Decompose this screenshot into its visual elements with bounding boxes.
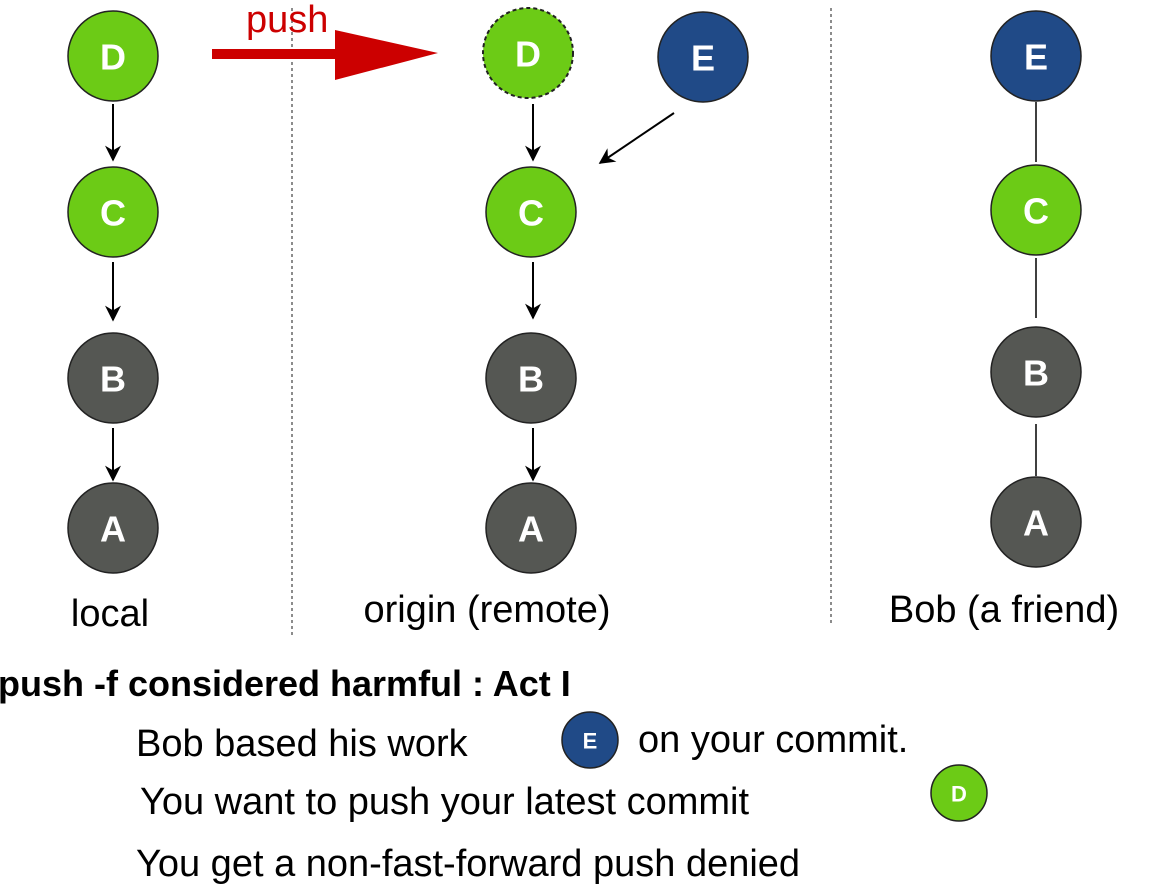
local-commit-d: D	[67, 10, 159, 102]
origin-caption: origin (remote)	[363, 589, 610, 631]
svg-text:D: D	[515, 34, 541, 75]
story-line2: You want to push your latest commit	[140, 781, 749, 823]
bob-commit-b: B	[990, 326, 1082, 418]
inline-commit-e-icon: E	[561, 711, 619, 769]
local-caption: local	[71, 593, 149, 635]
bob-column: E C B A Bob (a friend)	[889, 10, 1119, 631]
local-commit-b: B	[67, 332, 159, 424]
push-label: push	[246, 0, 328, 41]
local-commit-c: C	[67, 166, 159, 258]
origin-commit-b: B	[485, 332, 577, 424]
svg-text:E: E	[1024, 37, 1048, 78]
bob-commit-a: A	[990, 476, 1082, 568]
story-title: push -f considered harmful : Act I	[0, 663, 571, 704]
bob-caption: Bob (a friend)	[889, 589, 1119, 631]
story-line1-after: on your commit.	[638, 719, 908, 761]
svg-text:B: B	[518, 359, 544, 400]
local-commit-a: A	[67, 482, 159, 574]
svg-text:A: A	[518, 509, 544, 550]
svg-text:C: C	[1023, 191, 1049, 232]
origin-commit-a: A	[485, 482, 577, 574]
origin-commit-c: C	[485, 166, 577, 258]
origin-commit-d-ghost: D	[482, 7, 574, 99]
svg-text:E: E	[691, 38, 715, 79]
svg-text:B: B	[1023, 353, 1049, 394]
svg-text:B: B	[100, 359, 126, 400]
svg-text:D: D	[100, 37, 126, 78]
bob-commit-e: E	[990, 10, 1082, 102]
push-arrow: push	[212, 0, 438, 80]
svg-text:A: A	[100, 509, 126, 550]
svg-text:C: C	[518, 193, 544, 234]
origin-column: D E C B A origin (remote)	[363, 7, 749, 631]
svg-text:D: D	[951, 782, 967, 807]
svg-text:C: C	[100, 193, 126, 234]
story-line1-before: Bob based his work	[136, 723, 469, 765]
bob-commit-c: C	[990, 164, 1082, 256]
inline-commit-d-icon: D	[930, 764, 988, 822]
story-line3: You get a non-fast-forward push denied	[136, 843, 800, 885]
local-column: D C B A local	[67, 10, 159, 635]
origin-commit-e: E	[657, 11, 749, 103]
svg-text:E: E	[583, 729, 598, 754]
svg-text:A: A	[1023, 503, 1049, 544]
